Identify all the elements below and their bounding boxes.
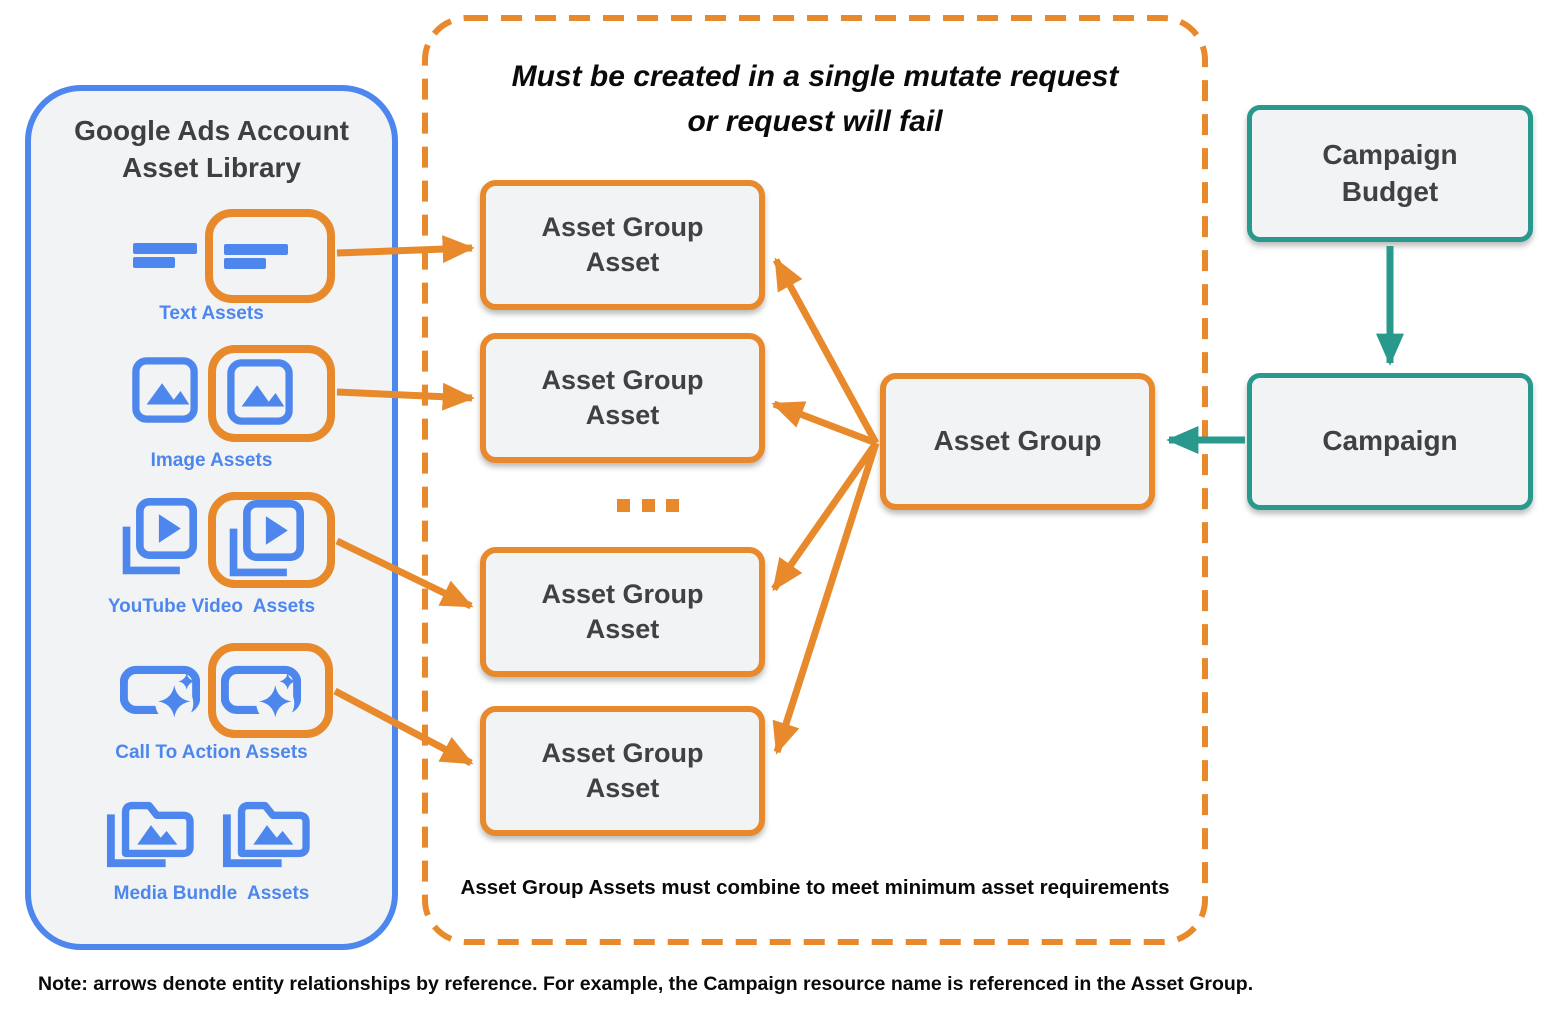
text-asset-icon	[224, 244, 288, 269]
asset-group-asset-box-3: Asset Group Asset	[480, 547, 765, 677]
asset-group-label: Asset Group	[933, 425, 1102, 457]
asset-group-asset-label: Asset Group Asset	[541, 578, 704, 644]
ellipsis-dot	[666, 499, 679, 512]
campaign-budget-label: Campaign Budget	[1322, 139, 1458, 207]
youtube-video-asset-icon	[229, 500, 304, 577]
mutate-request-footnote: Asset Group Assets must combine to meet …	[460, 876, 1170, 899]
media-bundle-asset-icon	[106, 801, 194, 868]
media-bundle-asset-icon	[222, 801, 310, 868]
asset-group-asset-box-4: Asset Group Asset	[480, 706, 765, 836]
image-asset-icon	[227, 359, 293, 425]
asset-group-box: Asset Group	[880, 373, 1155, 510]
campaign-budget-box: Campaign Budget	[1247, 105, 1533, 242]
ellipsis-dot	[641, 499, 655, 512]
mutate-request-title: Must be created in a single mutate reque…	[422, 54, 1208, 144]
youtube-video-assets-label: YouTube Video Assets	[107, 596, 316, 617]
call-to-action-asset-icon	[120, 665, 200, 717]
mutate-request-title-line1: Must be created in a single mutate reque…	[511, 60, 1119, 93]
asset-group-asset-label: Asset Group Asset	[541, 364, 704, 430]
call-to-action-asset-icon	[221, 665, 301, 717]
asset-group-asset-box-2: Asset Group Asset	[480, 333, 765, 463]
ellipsis-dot	[617, 499, 630, 512]
asset-group-asset-label: Asset Group Asset	[541, 737, 704, 803]
text-asset-icon	[133, 243, 197, 268]
campaign-label: Campaign	[1322, 425, 1458, 457]
asset-library-title: Google Ads Account Asset Library	[25, 112, 398, 186]
image-assets-label: Image Assets	[150, 450, 273, 471]
asset-group-asset-label: Asset Group Asset	[541, 211, 704, 277]
youtube-video-asset-selection-outline	[208, 492, 335, 588]
mutate-request-title-line2: or request will fail	[687, 105, 943, 138]
image-asset-icon	[132, 357, 198, 423]
youtube-video-asset-icon	[122, 498, 197, 575]
asset-library-title-line2: Asset Library	[122, 152, 301, 184]
asset-library-title-line1: Google Ads Account	[74, 115, 349, 146]
campaign-box: Campaign	[1247, 373, 1533, 510]
ellipsis-dots	[617, 499, 679, 513]
call-to-action-assets-label: Call To Action Assets	[115, 742, 308, 763]
image-asset-selection-outline	[208, 345, 335, 442]
call-to-action-asset-selection-outline	[208, 643, 333, 738]
diagram-note: Note: arrows denote entity relationships…	[38, 973, 1254, 995]
asset-group-asset-box-1: Asset Group Asset	[480, 180, 765, 310]
text-asset-selection-outline	[205, 209, 335, 303]
media-bundle-assets-label: Media Bundle Assets	[113, 883, 310, 904]
text-assets-label: Text Assets	[159, 303, 264, 324]
